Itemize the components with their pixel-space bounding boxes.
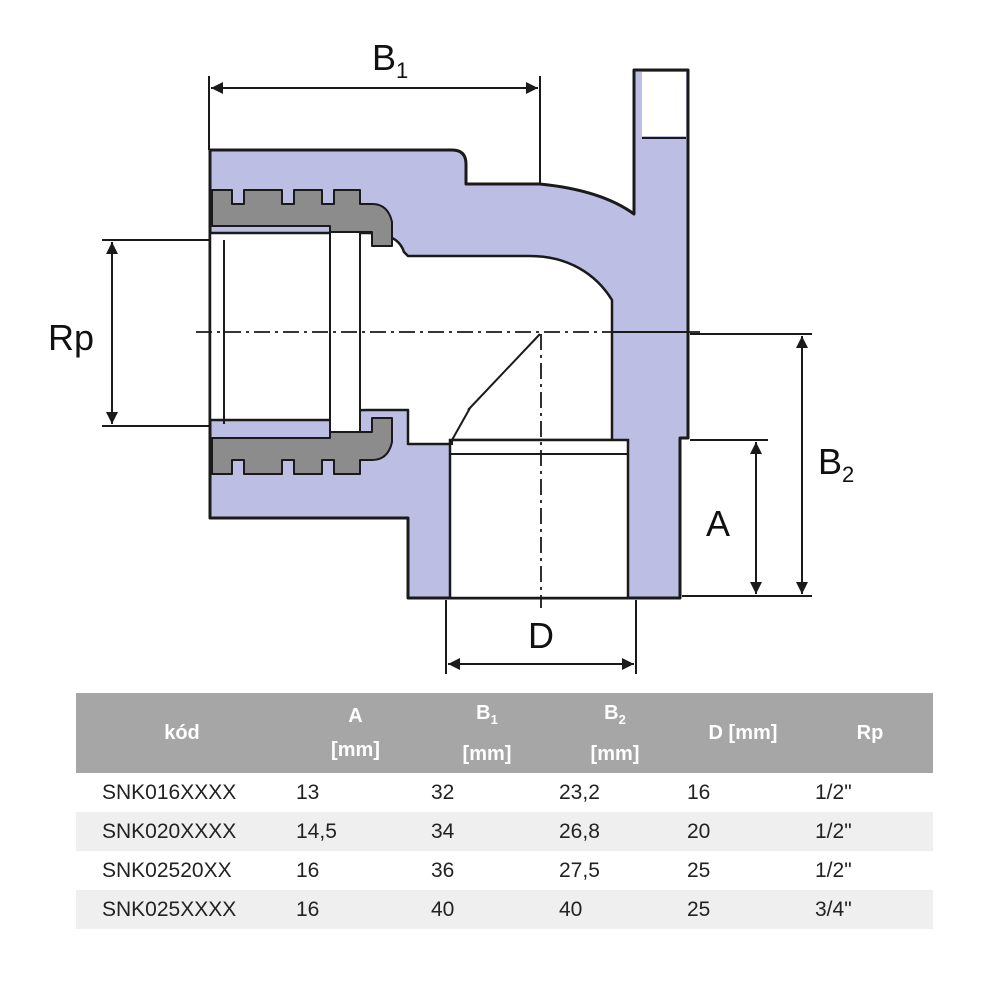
table-header-cell: B2 [mm] — [551, 693, 679, 773]
table-cell: 25 — [687, 858, 711, 882]
header-unit: [mm] — [462, 742, 512, 765]
header-label: B — [604, 701, 619, 724]
table-cell: 1/2" — [815, 780, 852, 804]
table-header-cell: D [mm] — [679, 693, 807, 773]
table-cell: 34 — [423, 812, 551, 851]
header-label: B — [476, 701, 491, 724]
table-row: SNK02520XX 16 36 27,5 25 1/2" — [76, 851, 933, 890]
table-cell: SNK025XXXX — [76, 890, 288, 929]
table-cell: 1/2" — [815, 858, 852, 882]
d-label: D — [528, 615, 554, 656]
table-cell: 1/2" — [807, 812, 933, 851]
header-label: Rp — [856, 722, 884, 744]
table-cell: 23,2 — [559, 780, 600, 804]
fitting-drawing: B1 Rp B2 A D — [48, 37, 854, 674]
table-cell: 27,5 — [559, 858, 600, 882]
header-subscript: 2 — [618, 711, 626, 727]
table-header-cell: Rp — [807, 693, 933, 773]
header-label: kód — [164, 722, 200, 744]
table-cell: 3/4" — [807, 890, 933, 929]
table-cell: SNK020XXXX — [76, 812, 288, 851]
vertical-socket — [448, 438, 630, 600]
table-row: SNK016XXXX 13 32 23,2 16 1/2" — [76, 773, 933, 812]
flange-slot — [642, 72, 686, 136]
table-cell: 16 — [687, 780, 711, 804]
header-label: D [mm] — [708, 722, 778, 744]
b2-label: B2 — [818, 441, 854, 487]
header-unit: [mm] — [590, 742, 640, 765]
table-cell: 36 — [431, 858, 455, 882]
a-label: A — [706, 503, 730, 544]
header-subscript: 1 — [490, 711, 498, 727]
table-header-cell: kód — [76, 693, 288, 773]
table-cell: 40 — [423, 890, 551, 929]
socket-step — [407, 410, 453, 445]
table-cell: 40 — [551, 890, 679, 929]
table-header-cell: A [mm] — [288, 693, 423, 773]
table-cell: 32 — [431, 780, 455, 804]
header-label: A — [348, 705, 363, 727]
table-cell: 20 — [679, 812, 807, 851]
cone-line — [467, 333, 541, 411]
table-cell: SNK016XXXX — [102, 780, 237, 804]
table-cell: 14,5 — [288, 812, 423, 851]
table-cell: 16 — [288, 890, 423, 929]
table-cell: SNK02520XX — [102, 858, 232, 882]
horizontal-bore — [208, 231, 614, 446]
table-cell: 26,8 — [551, 812, 679, 851]
table-cell: 25 — [679, 890, 807, 929]
rp-label: Rp — [48, 317, 94, 358]
header-unit: [mm] — [331, 739, 380, 761]
table-cell: 13 — [296, 780, 320, 804]
cone-line-lower — [451, 407, 471, 441]
b1-label: B1 — [372, 37, 408, 83]
table-cell: 16 — [296, 858, 320, 882]
table-header-cell: B1 [mm] — [423, 693, 551, 773]
